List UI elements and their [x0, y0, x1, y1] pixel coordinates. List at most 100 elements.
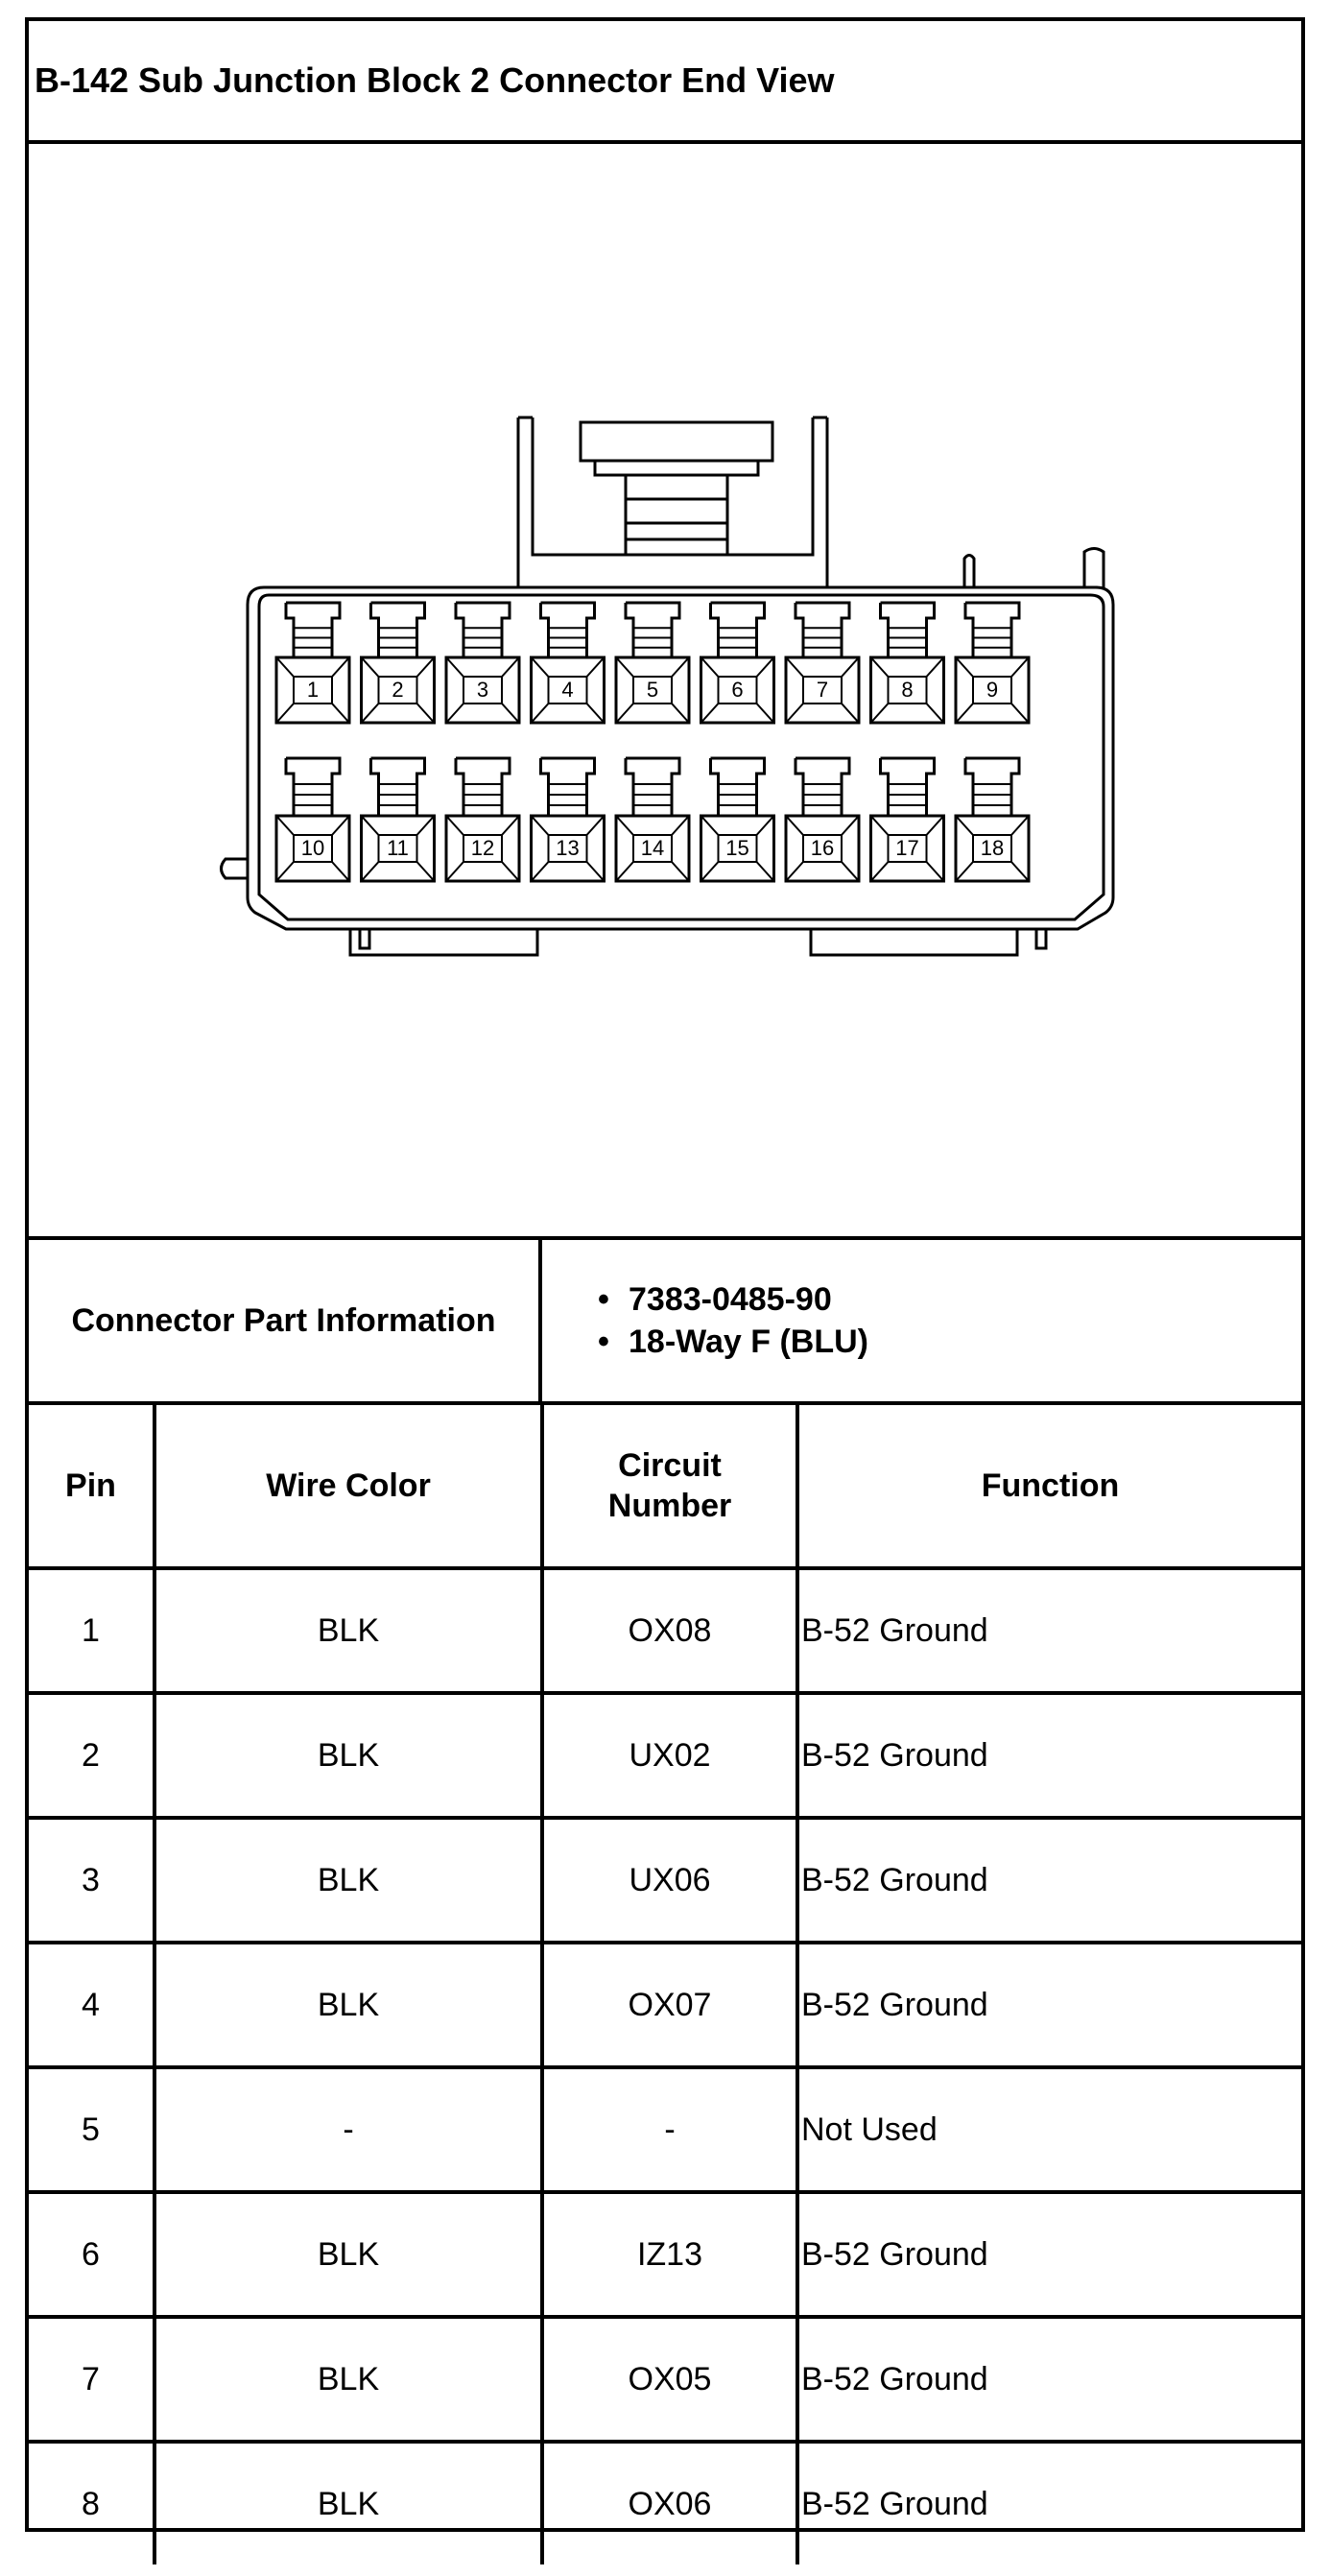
pin-table: Pin Wire Color Circuit Number Function 1…: [29, 1405, 1301, 2564]
cell-circuit: IZ13: [540, 2190, 799, 2319]
connector-part-information-list: 7383-0485-90 18-Way F (BLU): [542, 1240, 1301, 1401]
cell-function: B-52 Ground: [796, 1941, 1301, 2069]
pin-number-label: 8: [901, 678, 913, 702]
cell-pin: 8: [29, 2440, 156, 2564]
pin-cavity: 9: [954, 601, 1031, 725]
cell-wire-color: BLK: [153, 2440, 544, 2564]
pin-table-header: Pin Wire Color Circuit Number Function: [29, 1405, 1301, 1570]
header-circuit-line1: Circuit: [618, 1447, 722, 1484]
pin-cavity: 18: [954, 756, 1031, 883]
table-row: 2 BLK UX02 B-52 Ground: [29, 1691, 1301, 1820]
header-wire-color: Wire Color: [153, 1405, 544, 1570]
pin-number-label: 3: [477, 678, 488, 702]
cell-pin: 1: [29, 1566, 156, 1695]
cell-circuit: OX08: [540, 1566, 799, 1695]
pin-cavity: 4: [530, 601, 606, 725]
table-row: 1 BLK OX08 B-52 Ground: [29, 1566, 1301, 1695]
latch-tower: [516, 416, 829, 587]
pin-number-label: 14: [641, 836, 664, 860]
side-post-right: [962, 554, 976, 587]
cell-wire-color: BLK: [153, 2315, 544, 2444]
document-frame: B-142 Sub Junction Block 2 Connector End…: [25, 17, 1305, 2564]
pin-cavity: 7: [784, 601, 861, 725]
pin-number-label: 6: [731, 678, 743, 702]
bottom-foot-left: [348, 929, 539, 957]
cell-circuit: -: [540, 2065, 799, 2194]
pin-number-label: 1: [307, 678, 319, 702]
cell-function: B-52 Ground: [796, 2440, 1301, 2564]
part-description: 18-Way F (BLU): [542, 1321, 1301, 1363]
bottom-foot-right: [809, 929, 1019, 957]
cell-pin: 2: [29, 1691, 156, 1820]
cell-function: B-52 Ground: [796, 2190, 1301, 2319]
cell-wire-color: BLK: [153, 1941, 544, 2069]
pin-number-label: 2: [392, 678, 403, 702]
part-number: 7383-0485-90: [542, 1278, 1301, 1321]
cell-wire-color: -: [153, 2065, 544, 2194]
pin-cavity: 6: [700, 601, 775, 725]
cell-function: Not Used: [796, 2065, 1301, 2194]
pin-cavity: 12: [444, 756, 521, 883]
pin-number-label: 10: [301, 836, 324, 860]
cell-function: B-52 Ground: [796, 1566, 1301, 1695]
cell-function: B-52 Ground: [796, 2315, 1301, 2444]
cell-pin: 3: [29, 1816, 156, 1944]
pin-cavity: 14: [614, 756, 691, 883]
pin-number-label: 15: [725, 836, 748, 860]
pin-number-label: 18: [981, 836, 1004, 860]
cell-pin: 7: [29, 2315, 156, 2444]
cell-wire-color: BLK: [153, 1816, 544, 1944]
pin-number-label: 7: [817, 678, 828, 702]
pin-cavity: 2: [360, 601, 436, 725]
connector-housing: [246, 585, 1115, 931]
cell-circuit: OX05: [540, 2315, 799, 2444]
pin-number-label: 11: [387, 836, 409, 860]
pin-number-label: 17: [895, 836, 918, 860]
pin-cavity: 13: [530, 756, 606, 883]
pin-number-label: 16: [811, 836, 834, 860]
pin-number-label: 13: [556, 836, 579, 860]
pin-number-label: 4: [561, 678, 573, 702]
pin-row-top: 1 2 3 4 5 6 7 8 9: [274, 601, 1031, 725]
header-pin: Pin: [29, 1405, 156, 1570]
cell-wire-color: BLK: [153, 2190, 544, 2319]
pin-cavity: 8: [869, 601, 945, 725]
header-circuit-number: Circuit Number: [540, 1405, 799, 1570]
pin-cavity: 5: [614, 601, 691, 725]
header-circuit-line2: Number: [607, 1488, 732, 1524]
side-nub-left: [220, 857, 248, 880]
cell-circuit: OX06: [540, 2440, 799, 2564]
cell-wire-color: BLK: [153, 1566, 544, 1695]
pin-number-label: 12: [471, 836, 494, 860]
connector-housing-inner: [257, 593, 1105, 921]
pin-number-label: 5: [647, 678, 658, 702]
header-function: Function: [796, 1405, 1301, 1570]
pin-cavity: 16: [784, 756, 861, 883]
cell-function: B-52 Ground: [796, 1816, 1301, 1944]
pin-number-label: 9: [986, 678, 998, 702]
pin-cavity: 15: [700, 756, 775, 883]
connector-part-information-label: Connector Part Information: [29, 1240, 542, 1401]
pin-cavity: 17: [869, 756, 945, 883]
pin-row-bottom: 10 11 12 13 14 15 16 17 18: [274, 756, 1031, 883]
table-row: 7 BLK OX05 B-52 Ground: [29, 2315, 1301, 2444]
connector-part-information-row: Connector Part Information 7383-0485-90 …: [29, 1240, 1301, 1405]
table-row: 8 BLK OX06 B-52 Ground: [29, 2440, 1301, 2564]
cell-pin: 6: [29, 2190, 156, 2319]
cell-circuit: OX07: [540, 1941, 799, 2069]
cell-function: B-52 Ground: [796, 1691, 1301, 1820]
cell-wire-color: BLK: [153, 1691, 544, 1820]
cell-circuit: UX06: [540, 1816, 799, 1944]
table-row: 5 - - Not Used: [29, 2065, 1301, 2194]
cell-pin: 4: [29, 1941, 156, 2069]
cell-pin: 5: [29, 2065, 156, 2194]
pin-cavity: 11: [360, 756, 436, 883]
page-title: B-142 Sub Junction Block 2 Connector End…: [29, 21, 1301, 144]
table-row: 6 BLK IZ13 B-52 Ground: [29, 2190, 1301, 2319]
table-row: 3 BLK UX06 B-52 Ground: [29, 1816, 1301, 1944]
latch-tab: [579, 420, 774, 463]
pin-cavity: 3: [444, 601, 521, 725]
pin-cavity: 1: [274, 601, 351, 725]
